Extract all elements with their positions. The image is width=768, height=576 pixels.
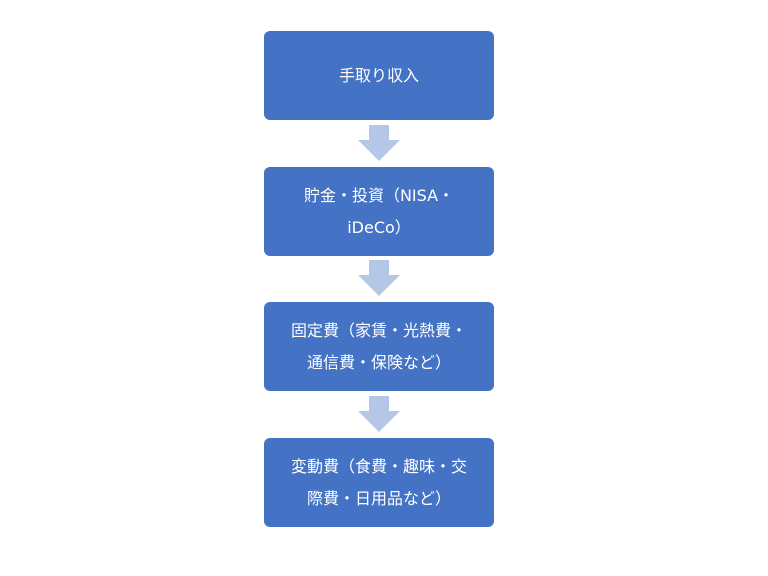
- step-label: 貯金・投資（NISA・ iDeCo）: [304, 180, 454, 244]
- step-box-variable-costs: 変動費（食費・趣味・交 際費・日用品など）: [264, 438, 494, 527]
- down-arrow-icon: [358, 125, 400, 161]
- down-arrow-icon: [358, 260, 400, 296]
- step-label-line: 手取り収入: [338, 65, 419, 85]
- step-label: 固定費（家賃・光熱費・ 通信費・保険など）: [291, 315, 467, 379]
- step-label: 変動費（食費・趣味・交 際費・日用品など）: [291, 451, 467, 515]
- step-label: 手取り収入: [339, 60, 419, 92]
- step-box-savings-investment: 貯金・投資（NISA・ iDeCo）: [264, 167, 494, 256]
- step-label-line: 際費・日用品など）: [306, 488, 451, 508]
- step-label-line: 通信費・保険など）: [306, 352, 451, 372]
- step-box-fixed-costs: 固定費（家賃・光熱費・ 通信費・保険など）: [264, 302, 494, 391]
- step-label-line: 変動費（食費・趣味・交: [290, 456, 467, 476]
- step-box-take-home-income: 手取り収入: [264, 31, 494, 120]
- down-arrow-icon: [358, 396, 400, 432]
- step-label-line: 固定費（家賃・光熱費・: [290, 320, 467, 340]
- step-label-line: iDeCo）: [347, 217, 411, 237]
- step-label-line: 貯金・投資（NISA・: [303, 185, 455, 205]
